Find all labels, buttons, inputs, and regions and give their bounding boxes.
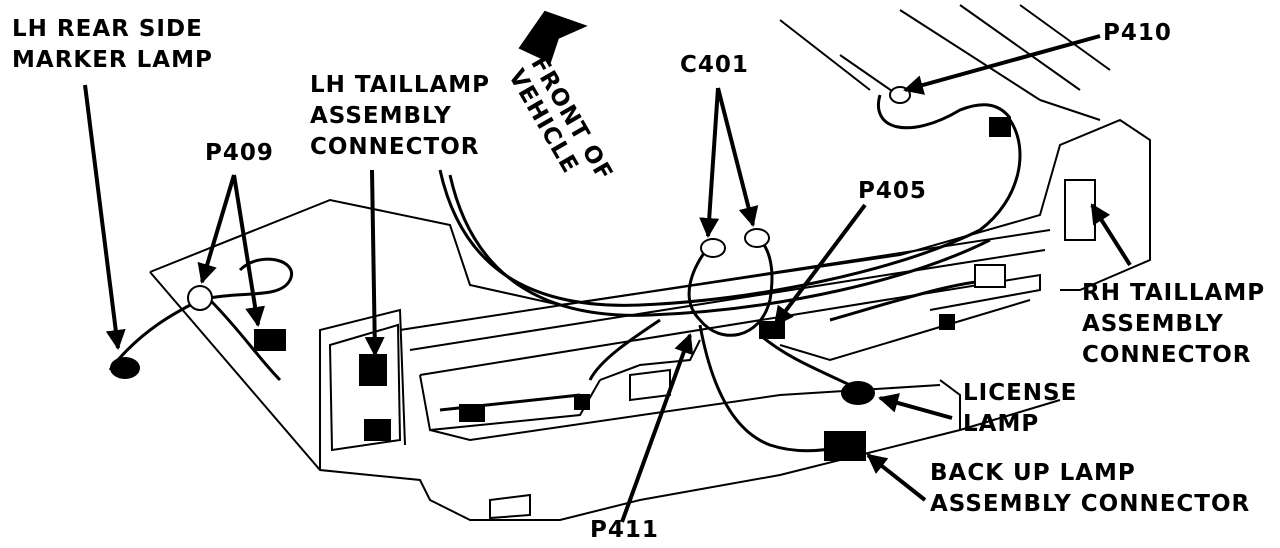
label-line: CONNECTOR xyxy=(310,134,480,160)
label-c401: C401 xyxy=(680,50,749,81)
label-lh-rear-side-marker-lamp: LH REAR SIDE MARKER LAMP xyxy=(12,14,213,76)
label-p409: P409 xyxy=(205,138,274,169)
label-line: LH TAILLAMP xyxy=(310,72,491,98)
trunk-lid-lines xyxy=(779,4,1111,121)
label-line: MARKER LAMP xyxy=(12,47,213,73)
body-panel-outline xyxy=(149,118,1151,521)
label-line: ASSEMBLY xyxy=(310,103,452,129)
label-lh-taillamp-assembly-connector: LH TAILLAMP ASSEMBLY CONNECTOR xyxy=(310,70,490,163)
label-line: C401 xyxy=(680,52,749,78)
label-line: P405 xyxy=(858,178,927,204)
label-line: LH REAR SIDE xyxy=(12,16,203,42)
label-back-up-lamp-assembly-connector: BACK UP LAMP ASSEMBLY CONNECTOR xyxy=(930,458,1250,520)
connector-shapes xyxy=(110,86,1096,461)
label-line: P409 xyxy=(205,140,274,166)
label-p411: P411 xyxy=(590,515,659,546)
label-license-lamp: LICENSE LAMP xyxy=(963,378,1077,440)
label-line: LAMP xyxy=(963,411,1040,437)
label-line: RH TAILLAMP xyxy=(1082,280,1266,306)
label-line: ASSEMBLY xyxy=(1082,311,1224,337)
label-line: BACK UP LAMP xyxy=(930,460,1136,486)
label-rh-taillamp-assembly-connector: RH TAILLAMP ASSEMBLY CONNECTOR xyxy=(1082,278,1265,371)
label-p410: P410 xyxy=(1103,18,1172,49)
label-line: ASSEMBLY CONNECTOR xyxy=(930,491,1251,517)
label-line: LICENSE xyxy=(963,380,1078,406)
label-line: P411 xyxy=(590,517,659,543)
leader-arrows xyxy=(83,34,1132,523)
label-line: P410 xyxy=(1103,20,1172,46)
front-direction-arrow xyxy=(518,10,588,64)
label-line: CONNECTOR xyxy=(1082,342,1252,368)
label-p405: P405 xyxy=(858,176,927,207)
